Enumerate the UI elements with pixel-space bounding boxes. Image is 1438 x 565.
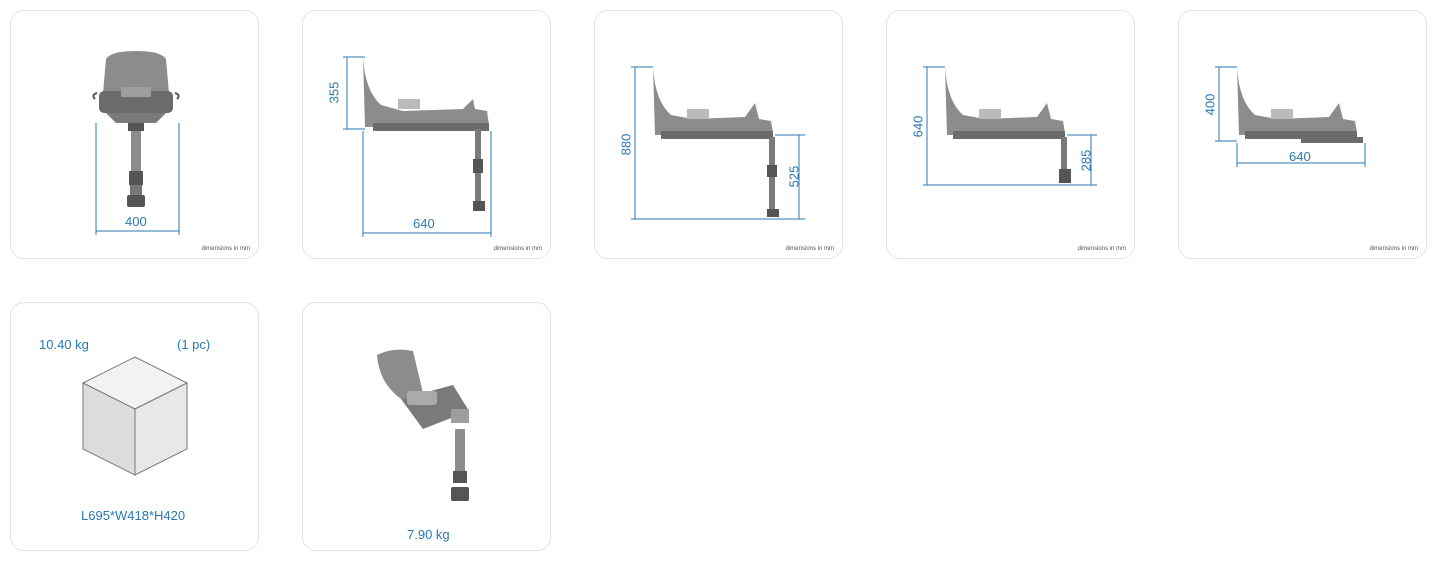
footnote: dimensions in mm <box>1369 246 1418 252</box>
package-size: L695*W418*H420 <box>81 508 186 523</box>
box-icon <box>81 356 189 476</box>
side-view-leg-stored-tile[interactable]: 400 640 dimensions in mm <box>1178 10 1427 259</box>
car-seat-base-side-icon <box>923 66 1097 186</box>
height-dimension: 355 <box>326 81 342 104</box>
footnote: dimensions in mm <box>493 246 542 252</box>
leg-height-dimension: 525 <box>786 165 802 188</box>
side-view-leg-min-tile[interactable]: 640 285 dimensions in mm <box>886 10 1135 259</box>
side-view-folded-tile[interactable]: 355 640 dimensions in mm <box>302 10 551 259</box>
package-weight: 10.40 kg <box>39 337 89 352</box>
side-view-leg-max-tile[interactable]: 880 525 dimensions in mm <box>594 10 843 259</box>
package-quantity: (1 pc) <box>177 337 211 352</box>
front-view-tile[interactable]: 400 dimensions in mm <box>10 10 259 259</box>
length-dimension: 640 <box>413 216 435 231</box>
total-height-dimension: 640 <box>910 115 926 138</box>
total-height-dimension: 880 <box>618 133 634 156</box>
car-seat-base-icon <box>377 349 469 501</box>
product-tile[interactable]: 7.90 kg <box>302 302 551 551</box>
leg-height-dimension: 285 <box>1078 149 1094 172</box>
product-weight: 7.90 kg <box>407 527 450 542</box>
length-dimension: 640 <box>1289 149 1311 164</box>
package-tile[interactable]: 10.40 kg (1 pc) L695*W418*H420 <box>10 302 259 551</box>
height-dimension: 400 <box>1202 93 1218 116</box>
car-seat-base-side-icon <box>1215 66 1366 167</box>
car-seat-base-side-icon <box>343 56 492 237</box>
car-seat-base-side-icon <box>631 66 805 220</box>
car-seat-base-front-icon <box>92 51 180 235</box>
footnote: dimensions in mm <box>1077 246 1126 252</box>
width-dimension: 400 <box>125 214 147 229</box>
footnote: dimensions in mm <box>201 246 250 252</box>
footnote: dimensions in mm <box>785 246 834 252</box>
